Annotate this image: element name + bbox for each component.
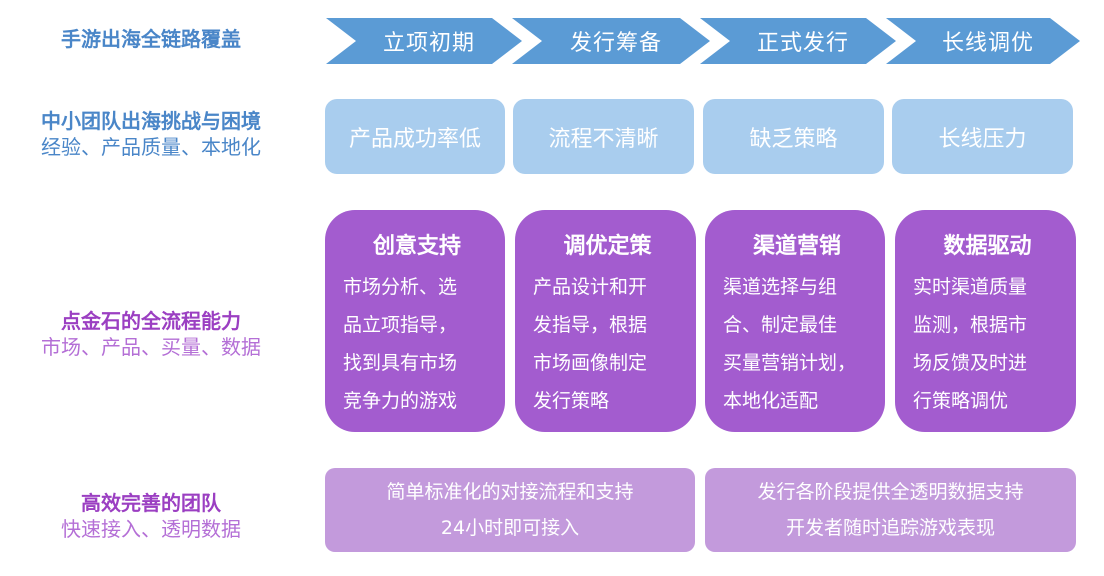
team-box-2: 发行各阶段提供全透明数据支持 开发者随时追踪游戏表现	[705, 468, 1076, 552]
challenge-box-3: 缺乏策略	[703, 99, 884, 174]
capability-card-1-title: 创意支持	[372, 234, 461, 259]
capability-card-4-line: 行策略调优	[913, 390, 1009, 412]
capability-card-2-line: 发行策略	[533, 390, 610, 412]
step-arrow-2-label: 发行筹备	[569, 31, 662, 56]
step-arrow-4-label: 长线调优	[941, 31, 1034, 56]
row3-label: 点金石的全流程能力 市场、产品、买量、数据	[0, 308, 302, 360]
team-box-2-line: 开发者随时追踪游戏表现	[785, 517, 995, 539]
row2-label-bold: 中小团队出海挑战与困境	[41, 109, 261, 133]
team-box-1: 简单标准化的对接流程和支持 24小时即可接入	[325, 468, 695, 552]
row2-label-sub: 经验、产品质量、本地化	[41, 135, 261, 159]
team-box-1-line: 简单标准化的对接流程和支持	[386, 481, 634, 503]
step-arrow-3-label: 正式发行	[756, 31, 849, 56]
row2-label: 中小团队出海挑战与困境 经验、产品质量、本地化	[0, 108, 302, 160]
step-arrow-1: 立项初期	[326, 18, 522, 64]
challenge-box-1: 产品成功率低	[325, 99, 505, 174]
row1-label: 手游出海全链路覆盖	[0, 26, 302, 52]
step-arrow-3: 正式发行	[700, 18, 896, 64]
capability-card-4-title: 数据驱动	[943, 234, 1032, 259]
challenge-box-4: 长线压力	[892, 99, 1073, 174]
step-arrow-4: 长线调优	[886, 18, 1080, 64]
capability-card-3-line: 合、制定最佳	[723, 314, 838, 336]
row4-label-sub: 快速接入、透明数据	[61, 517, 241, 541]
row4-label: 高效完善的团队 快速接入、透明数据	[0, 490, 302, 542]
capability-card-4-line: 实时渠道质量	[913, 276, 1028, 298]
capability-card-2-title: 调优定策	[563, 234, 652, 259]
row3-label-sub: 市场、产品、买量、数据	[41, 335, 261, 359]
capability-card-3: 渠道营销 渠道选择与组 合、制定最佳 买量营销计划， 本地化适配	[705, 210, 885, 432]
capability-card-4: 数据驱动 实时渠道质量 监测，根据市 场反馈及时进 行策略调优	[895, 210, 1076, 432]
capability-card-3-line: 本地化适配	[723, 390, 819, 412]
capability-card-2-line: 市场画像制定	[533, 352, 648, 374]
team-box-2-line: 发行各阶段提供全透明数据支持	[757, 481, 1024, 503]
row4-label-bold: 高效完善的团队	[81, 491, 221, 515]
capability-card-1-line: 竞争力的游戏	[343, 390, 458, 412]
row3-label-bold: 点金石的全流程能力	[61, 309, 241, 333]
capability-card-1-line: 市场分析、选	[343, 276, 458, 298]
team-box-1-line: 24小时即可接入	[440, 517, 580, 539]
challenge-box-2: 流程不清晰	[513, 99, 694, 174]
capability-card-4-line: 场反馈及时进	[913, 352, 1028, 374]
capability-card-2-line: 发指导，根据	[533, 314, 648, 336]
capability-card-1-line: 找到具有市场	[343, 352, 458, 374]
capability-card-2-line: 产品设计和开	[533, 276, 648, 298]
capability-card-1: 创意支持 市场分析、选 品立项指导， 找到具有市场 竞争力的游戏	[325, 210, 505, 432]
row1-label-text: 手游出海全链路覆盖	[61, 27, 241, 51]
capability-card-3-line: 渠道选择与组	[723, 276, 838, 298]
step-arrow-2: 发行筹备	[512, 18, 710, 64]
capability-card-2: 调优定策 产品设计和开 发指导，根据 市场画像制定 发行策略	[515, 210, 696, 432]
capability-card-3-line: 买量营销计划，	[723, 352, 857, 374]
capability-card-3-title: 渠道营销	[752, 234, 841, 259]
capability-card-4-line: 监测，根据市	[913, 314, 1028, 336]
capability-card-1-line: 品立项指导，	[343, 314, 458, 336]
step-arrow-1-label: 立项初期	[382, 31, 475, 56]
